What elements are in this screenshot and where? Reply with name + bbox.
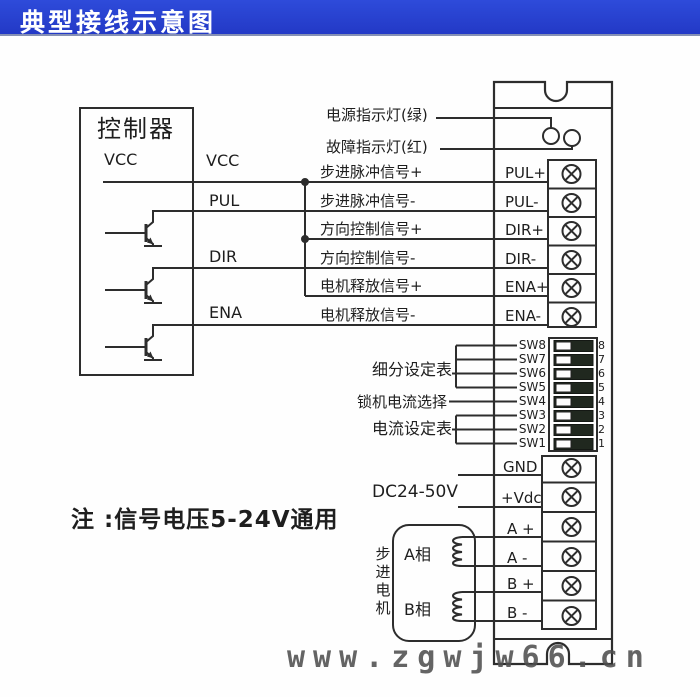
title-banner: 典型接线示意图 — [0, 0, 700, 37]
signal-voltage-note: 注 :信号电压5-24V通用 — [71, 507, 339, 533]
dip-number-4: 4 — [598, 395, 605, 408]
dip-number-6: 6 — [598, 367, 605, 380]
terminal-dir-minus: DIR- — [505, 250, 537, 268]
phase-a-coil — [452, 536, 463, 567]
terminal-b-minus: B - — [507, 604, 528, 622]
red-led-label: 故障指示灯(红) — [326, 138, 428, 156]
signal-wires — [103, 178, 548, 326]
signal-terminal-block — [547, 159, 597, 328]
supply-voltage-label: DC24-50V — [372, 482, 458, 502]
sw7-label: SW7 — [518, 352, 546, 366]
dip-number-1: 1 — [598, 437, 605, 450]
sw8-label: SW8 — [518, 338, 546, 352]
wire-label-dir: DIR — [209, 247, 238, 266]
power-wires — [458, 474, 542, 508]
sw1-label: SW1 — [518, 436, 546, 450]
fault-led-red — [563, 129, 581, 147]
signal-label-pulse-minus: 步进脉冲信号- — [320, 192, 416, 210]
sw6-label: SW6 — [518, 366, 546, 380]
signal-label-pulse-plus: 步进脉冲信号+ — [320, 163, 423, 181]
controller-vcc-label: VCC — [104, 150, 138, 169]
controller-title: 控制器 — [97, 115, 175, 143]
wire-label-ena: ENA — [209, 303, 243, 322]
subdivision-table-label: 细分设定表 — [371, 360, 452, 379]
dip-switch-block — [548, 337, 598, 452]
sw2-label: SW2 — [518, 422, 546, 436]
dip-switch-leads — [449, 344, 517, 445]
signal-label-dir-plus: 方向控制信号+ — [320, 220, 423, 238]
dip-number-8: 8 — [598, 339, 605, 352]
dip-switch-rows[interactable] — [553, 340, 594, 450]
wire-label-vcc: VCC — [206, 151, 240, 170]
lock-current-label: 锁机电流选择 — [356, 393, 447, 411]
dip-number-3: 3 — [598, 409, 605, 422]
terminal-a-minus: A - — [507, 549, 528, 567]
npn-transistor-dir — [103, 266, 164, 305]
controller-box — [79, 107, 194, 376]
sw4-label: SW4 — [518, 394, 546, 408]
signal-label-ena-minus: 电机释放信号- — [320, 306, 416, 324]
power-terminal-block — [541, 455, 597, 630]
phase-b-label: B相 — [404, 600, 431, 619]
dip-number-5: 5 — [598, 381, 605, 394]
terminal-pul-plus: PUL+ — [505, 164, 546, 182]
stepper-motor-box — [392, 524, 476, 642]
page-title: 典型接线示意图 — [20, 8, 217, 37]
terminal-ena-plus: ENA+ — [505, 278, 549, 296]
terminal-pul-minus: PUL- — [505, 193, 539, 211]
terminal-a-plus: A + — [507, 520, 535, 538]
terminal-dir-plus: DIR+ — [505, 221, 544, 239]
npn-transistor-pul — [103, 209, 164, 248]
green-led-label: 电源指示灯(绿) — [326, 106, 428, 124]
dip-number-7: 7 — [598, 353, 605, 366]
power-led-green — [542, 127, 560, 145]
driver-body — [492, 80, 614, 666]
motor-wires — [462, 536, 542, 622]
signal-label-ena-plus: 电机释放信号+ — [320, 277, 423, 295]
wire-label-pul: PUL — [209, 191, 240, 210]
phase-a-label: A相 — [404, 545, 431, 564]
dip-number-2: 2 — [598, 423, 605, 436]
terminal-b-plus: B + — [507, 575, 535, 593]
watermark-text: www.zgwjw66.cn — [287, 640, 652, 675]
terminal-vdc: +Vdc — [501, 489, 542, 507]
sw3-label: SW3 — [518, 408, 546, 422]
sw5-label: SW5 — [518, 380, 546, 394]
terminal-gnd: GND — [503, 458, 538, 476]
phase-b-coil — [452, 591, 463, 622]
signal-label-dir-minus: 方向控制信号- — [320, 249, 416, 267]
current-table-label: 电流设定表 — [371, 419, 452, 438]
npn-transistor-ena — [103, 323, 164, 362]
terminal-ena-minus: ENA- — [505, 307, 542, 325]
stepper-motor-label: 步进电机 — [373, 546, 392, 618]
